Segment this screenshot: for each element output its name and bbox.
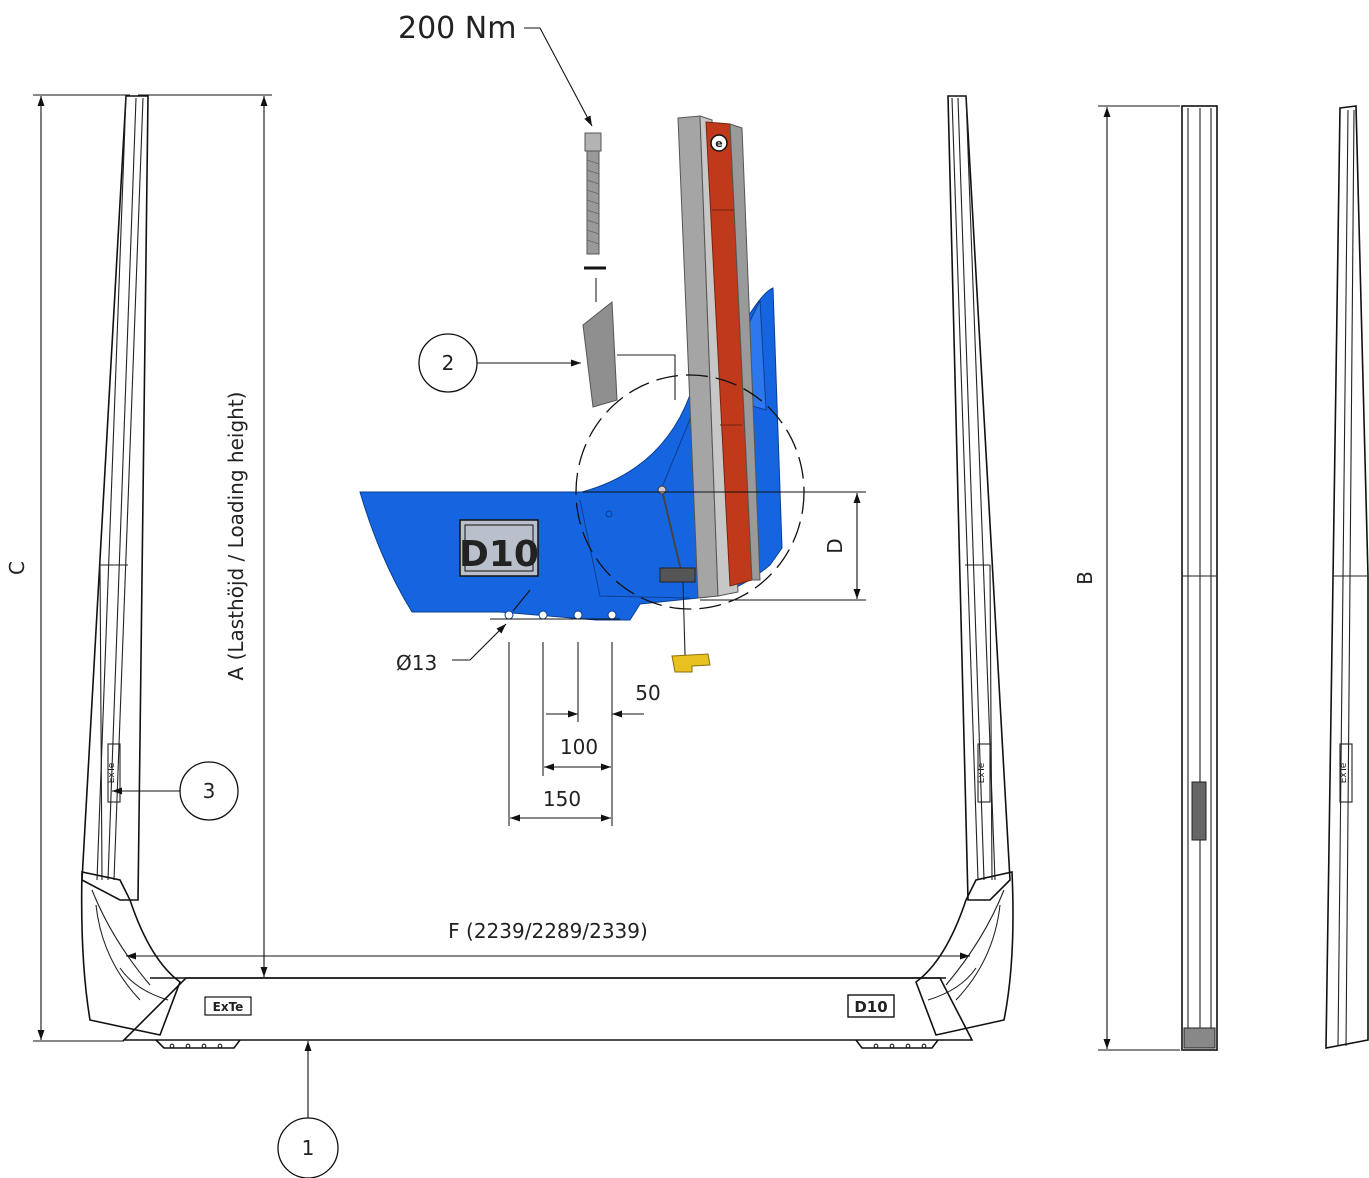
side-view: B [1073,105,1218,1051]
beam-logo-plate [204,996,252,1016]
right-stanchion: ExTe [915,95,1014,1036]
detail-model-text: D10 [459,534,539,575]
svg-text:e: e [715,137,722,150]
dimension-f-label: F (2239/2289/2339) [448,919,648,943]
stanchion-detail: e [657,115,761,656]
dimension-d-label: D [823,538,847,553]
rear-view-logo: ExTe [1339,762,1349,783]
bunk-beam: ExTe D10 [122,977,974,1049]
callout-1-number: 1 [302,1136,315,1160]
callout-3: 3 [112,761,239,821]
yellow-plug [671,653,711,673]
dimension-f: F (2239/2289/2339) [126,919,970,960]
spacing-50-label: 50 [635,681,660,705]
dimension-c: C [5,94,130,1042]
hole-spacing: 50 100 150 [508,642,661,826]
stanchion-logo-icon [710,134,728,152]
right-stanchion-logo: ExTe [977,762,987,783]
dimension-a-label: A (Lasthöjd / Loading height) [224,392,248,681]
callout-2: 2 [418,333,676,400]
dimension-a: A (Lasthöjd / Loading height) [138,94,272,977]
detail-view: 200 Nm 2 D10 [359,11,866,826]
locking-wedge [582,301,618,408]
dimension-b-label: B [1073,571,1097,585]
beam-model-text: D10 [854,998,887,1016]
dimension-d: D [582,491,866,601]
dimension-b: B [1073,105,1180,1051]
callout-2-number: 2 [442,351,455,375]
rear-view: ExTe [1325,105,1369,1049]
left-stanchion: ExTe [80,95,181,1036]
dimension-c-label: C [5,561,29,575]
callout-3-number: 3 [203,779,216,803]
left-stanchion-logo: ExTe [107,762,117,783]
spacing-150-label: 150 [543,787,581,811]
callout-1: 1 [277,1041,339,1178]
hole-diameter-label: Ø13 [396,651,437,675]
spacing-100-label: 100 [560,735,598,759]
bolt [584,132,606,302]
torque-label: 200 Nm [398,11,516,46]
beam-model-plate [847,994,895,1018]
beam-logo-text: ExTe [213,1000,244,1014]
hole-diameter: Ø13 [396,589,620,675]
front-view: ExTe ExTe [5,94,1014,1178]
detail-model-plate [459,519,539,577]
